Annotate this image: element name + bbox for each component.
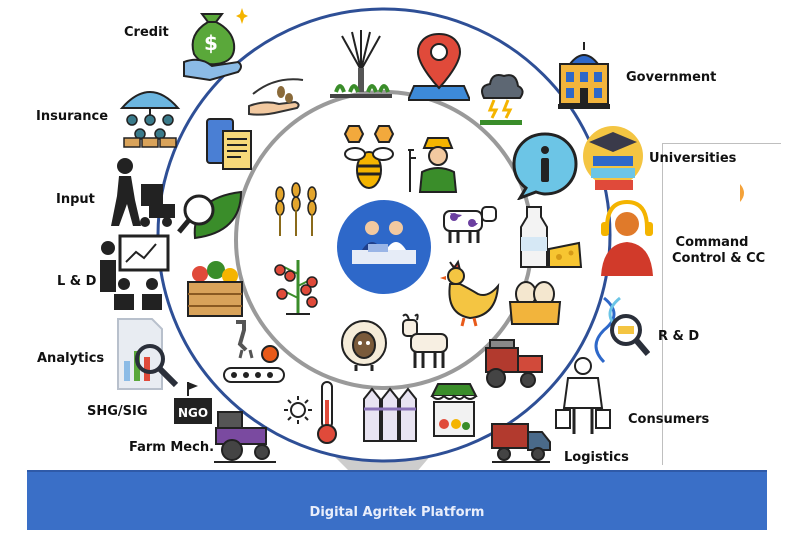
label-command-line1: Command [675, 235, 749, 250]
money-bag-icon: $ [183, 8, 248, 82]
info-bubble-icon [512, 132, 578, 200]
robot-arm-conveyor-icon [223, 320, 285, 383]
wheat-icon [275, 182, 317, 236]
label-universities: Universities [649, 151, 737, 166]
leaf-magnifier-icon [177, 190, 243, 240]
label-consumers: Consumers [628, 412, 710, 427]
hen-icon [440, 259, 500, 327]
call-center-agent-icon [601, 199, 653, 276]
farmer-cart-icon [111, 158, 175, 227]
cow-icon [443, 206, 497, 243]
label-input: Input [56, 192, 95, 207]
meeting-hub-icon [352, 221, 416, 264]
bee-hive-icon [343, 125, 395, 189]
harvester-icon [485, 339, 543, 388]
platform-bar: Digital Agritek Platform [27, 470, 767, 530]
consumer-shopping-icon [555, 357, 611, 434]
label-credit: Credit [124, 25, 169, 40]
ngo-flag-icon: NGO [174, 382, 212, 424]
label-shg-sig: SHG/SIG [87, 404, 148, 419]
label-farm-mech: Farm Mech. [129, 440, 215, 455]
vegetable-crate-icon [187, 261, 243, 317]
grain-silos-icon [363, 387, 417, 442]
label-analytics: Analytics [37, 351, 105, 366]
platform-label: Digital Agritek Platform [309, 505, 485, 520]
seed-hand-icon [248, 78, 304, 116]
analytics-report-icon [117, 318, 179, 390]
tomato-plant-icon [274, 260, 318, 315]
money-bag-dollar-sign: $ [204, 31, 218, 55]
market-stall-icon [430, 383, 478, 437]
label-command-control: Command Control & CC [672, 235, 766, 267]
label-government: Government [626, 70, 717, 85]
label-rd: R & D [658, 329, 700, 344]
goat-icon [402, 313, 448, 368]
eggs-crate-icon [508, 281, 562, 325]
government-building-icon [558, 42, 610, 109]
label-logistics: Logistics [564, 450, 629, 465]
milk-cheese-icon [520, 206, 583, 268]
right-bracket-line [662, 143, 783, 465]
tablet-document-icon [206, 118, 252, 170]
partial-edge-icon [740, 184, 744, 202]
label-command-line2: Control & CC [672, 251, 766, 266]
ngo-badge-text: NGO [178, 406, 208, 420]
irrigation-sprinkler-icon [330, 30, 392, 98]
label-insurance: Insurance [36, 109, 109, 124]
dna-lens-icon [594, 296, 650, 364]
teacher-board-icon [100, 234, 170, 310]
farmer-icon [408, 137, 458, 193]
delivery-truck-icon [491, 423, 551, 463]
tractor-icon [214, 411, 276, 463]
location-pin-icon [408, 32, 470, 101]
graduation-books-icon [583, 126, 643, 190]
label-ld: L & D [57, 274, 97, 289]
sheep-icon [341, 320, 387, 371]
storm-cloud-icon [480, 74, 524, 125]
thermometer-sun-icon [284, 381, 337, 444]
umbrella-people-icon [119, 91, 181, 148]
